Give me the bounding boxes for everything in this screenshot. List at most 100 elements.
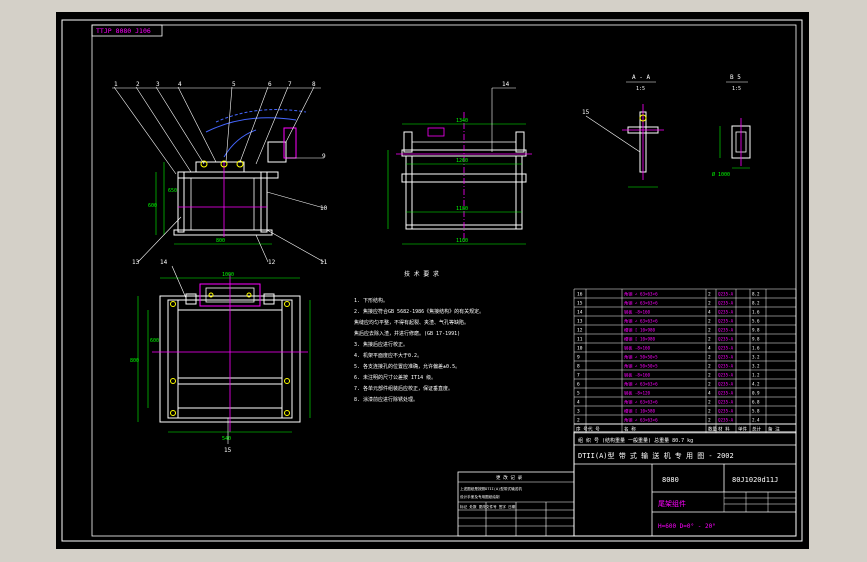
technical-notes: 技 术 要 求 1. 下形结构。 2. 焦接应符合GB 5682-1986《焦接… [354,270,484,403]
bom-cell-name: 槽钢 [ 10×580 [624,408,656,415]
revision-title: 更 改 记 录 [496,474,523,481]
bom-header-cell: 单件 [738,426,747,433]
front-roller [236,160,244,168]
front-roller [200,160,208,168]
callout-leader [239,86,269,163]
callout-label: 3 [156,81,160,88]
side-view: 1340 1260 1180 1100 14 [387,81,532,245]
bom-cell-name: 角钢 ∠ 63×63×6 [624,300,658,307]
model-code: 8080 [662,476,679,484]
title-tab-text: TTJP 8080 J106 [96,27,151,35]
bom-cell-material: Q235-A [718,418,734,423]
bom-cell-material: Q235-A [718,400,734,405]
bom-cell-index: 7 [577,373,580,379]
bom-cell-qty: 2 [708,337,711,343]
bom-cell-material: Q235-A [718,292,734,297]
callout-label: 7 [288,81,292,88]
callout-leader [585,115,641,153]
callout-leader [171,265,187,299]
section-b-dim-text: Ø 1000 [712,171,730,178]
callout-label: 11 [320,259,328,266]
bom-cell-material: Q235-A [718,364,734,369]
bom-cell-weight: 9.8 [752,337,760,342]
bom-cell-index: 3 [577,409,580,415]
bom-cell-qty: 2 [708,319,711,325]
callout-leader [135,86,192,173]
front-belt-curve [223,129,257,158]
standards-line: 组 织 号 (结构重量 一般重量) 总重量 80.7 kg [578,437,693,444]
bom-cell-name: 槽钢 [ 10×980 [624,336,656,343]
note-line: 5. 各支连接孔的位置应准确，允许偏差±0.5。 [354,363,460,370]
top-bolt-hole [170,378,176,384]
bom-cell-weight: 1.6 [752,310,760,315]
front-top-beam [177,171,279,179]
side-dim-text: 1100 [456,238,468,244]
callout-leader [255,86,289,165]
part-name: 尾架组件 [658,499,686,508]
bom-cell-name: 槽钢 [ 10×980 [624,327,656,334]
top-left-rail [167,299,179,419]
bom-cell-index: 4 [577,400,580,406]
callout-label: 15 [224,447,232,454]
top-bolt-hole [170,410,176,416]
side-left-leg [405,155,413,230]
bom-cell-qty: 4 [708,346,711,352]
front-roller-bracket [195,161,245,173]
bom-cell-material: Q235-A [718,319,734,324]
drawing-border [61,19,803,542]
section-a-scale: 1:5 [636,86,645,92]
bom-cell-index: 10 [577,346,583,352]
note-line: 焦后应去除入渣，并进行修磨。(GB 17-1991) [354,330,460,337]
bom-cell-weight: 0.9 [752,391,760,396]
callout-label: 9 [322,153,326,160]
callout-leader [266,229,325,263]
bom-cell-qty: 2 [708,292,711,298]
callout-label: 14 [502,81,510,88]
section-b-scale: 1:5 [732,86,741,92]
drawing-inner-border [91,24,797,537]
callout-label: 4 [178,81,182,88]
bom-cell-qty: 4 [708,391,711,397]
callout-leader [266,191,325,209]
bom-cell-name: 角钢 ∠ 63×63×6 [624,381,658,388]
note-line: 6. 未注明的尺寸公差按 IT14 级。 [354,374,436,381]
note-line: 3. 焦接后应进行校正。 [354,341,408,348]
cad-drawing-viewport[interactable]: TTJP 8080 J106 800 600 650 [56,12,809,549]
top-dim-text: 1000 [222,272,234,278]
note-line: 7. 各单元部件组装后应校正，保证垂直度。 [354,385,453,392]
bom-cell-name: 角钢 ∠ 50×50×5 [624,354,658,361]
bom-cell-material: Q235-A [718,391,734,396]
bom-cell-qty: 2 [708,373,711,379]
bom-cell-qty: 2 [708,418,711,424]
revision-text: 上述图纸是按照DTII(A)型带式输送机 [460,486,522,491]
bom-header-cell: 材 料 [718,426,730,433]
side-roller [403,131,413,153]
cad-drawing: TTJP 8080 J106 800 600 650 [61,19,803,542]
section-a-view: A - A 1:5 15 [582,74,664,188]
bom-cell-qty: 2 [708,328,711,334]
bom-cell-material: Q235-A [718,373,734,378]
front-belt-curve [205,117,297,133]
bom-cell-weight: 5.6 [752,319,760,324]
side-roller [515,131,525,153]
bom-header-cell: 序 号 [576,426,588,433]
bom-cell-name: 角钢 ∠ 50×50×5 [624,363,658,370]
bom-cell-qty: 2 [708,382,711,388]
bom-cell-material: Q235-A [718,328,734,333]
section-b-label: B 5 [730,74,741,81]
side-dim-text: 1260 [456,158,468,164]
note-line: 4. 机架平面度应不大于0.2。 [354,352,422,359]
front-view: 800 600 650 1 2 3 4 5 6 7 8 9 10 11 12 1… [112,81,328,266]
bom-cell-weight: 4.2 [752,382,760,387]
bom-cell-qty: 2 [708,355,711,361]
bom-cell-qty: 2 [708,400,711,406]
top-bolt-hole [208,292,214,298]
revision-text: 标记 处数 更改文件号 签字 日期 [460,504,516,509]
bom-cell-index: 11 [577,337,583,343]
bom-cell-name: 钢板 -8×160 [624,372,651,379]
callout-leader [113,86,177,175]
top-bolt-hole [170,301,176,307]
bom-cell-index: 14 [577,310,583,316]
bom-header-cell: 备 注 [768,426,780,433]
note-line: 焦缝应均匀平整，不得有起裂、夹渣、气孔等缺陷。 [354,319,469,326]
